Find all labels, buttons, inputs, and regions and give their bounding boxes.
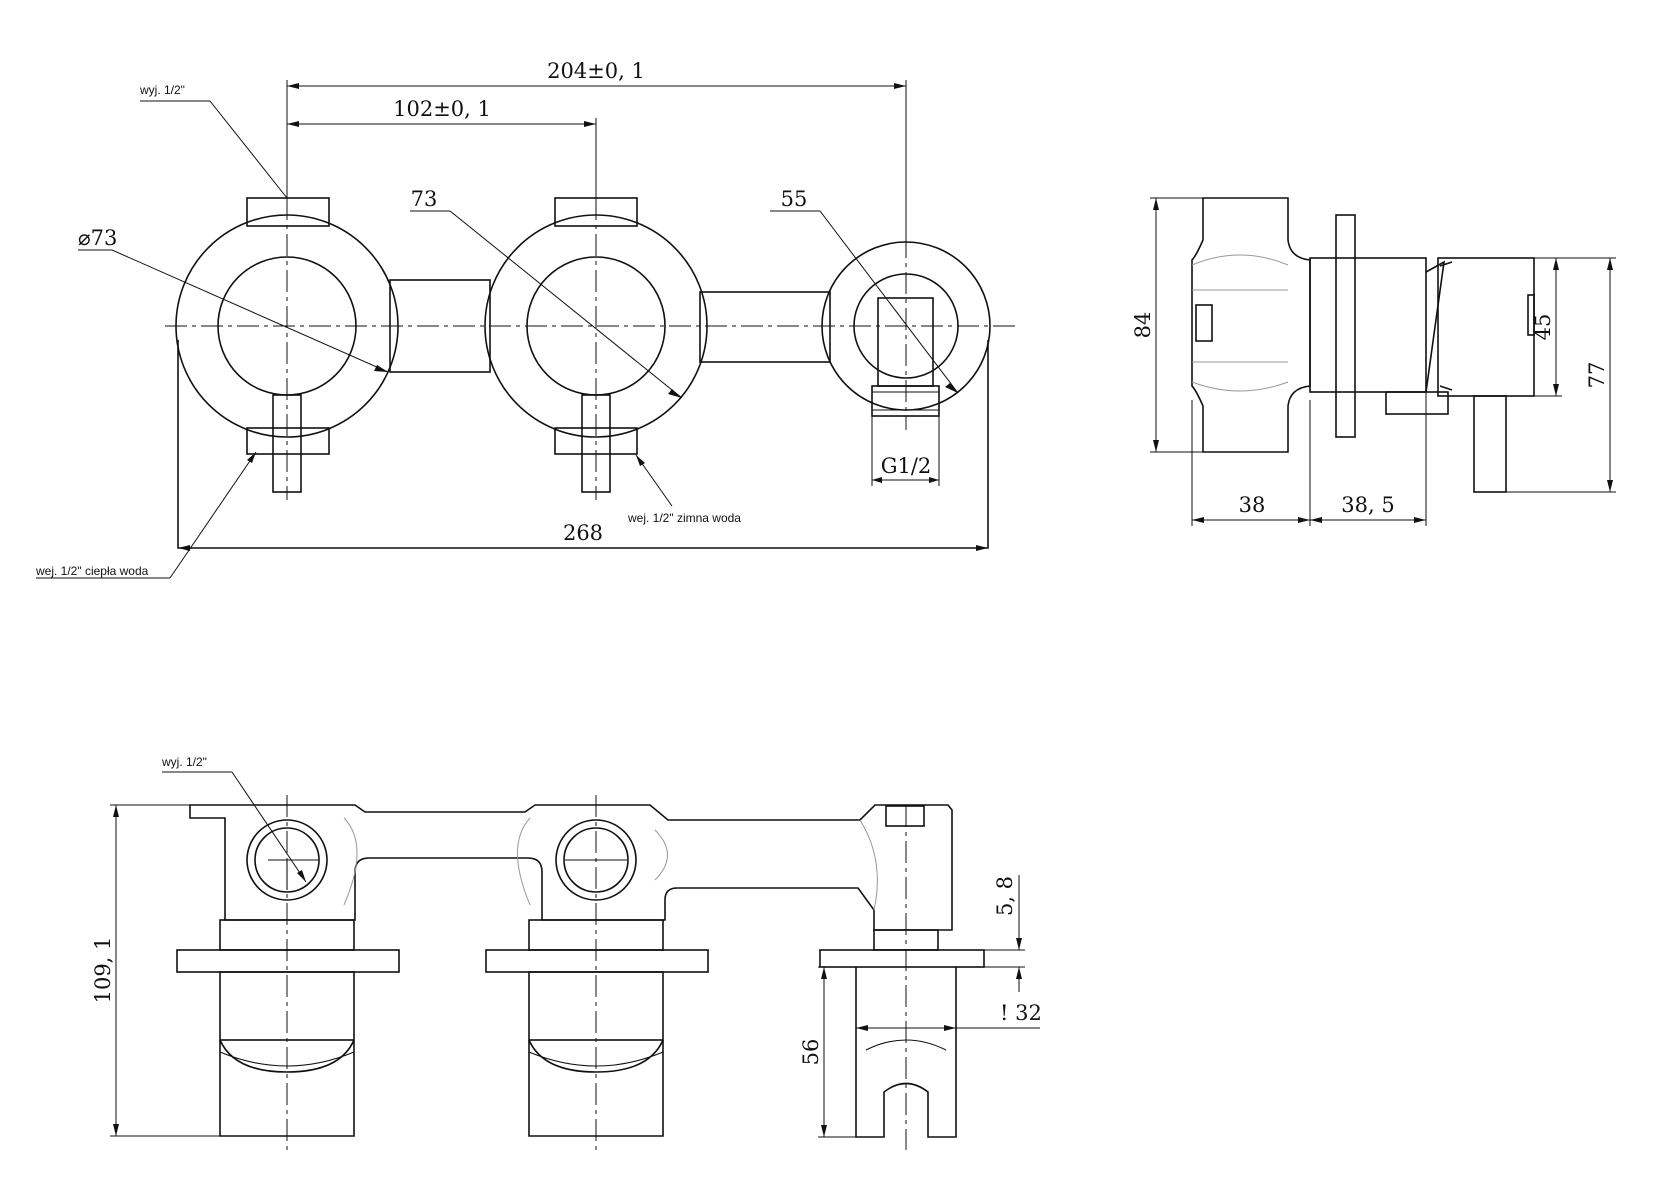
holder-flange xyxy=(819,949,985,968)
dim-holder-gap: 5, 8 xyxy=(993,876,1017,916)
side-view: 84 38 38, 5 45 77 xyxy=(1131,197,1616,526)
valve-mid-handle xyxy=(528,1039,664,1137)
port-mid-inner xyxy=(563,827,629,893)
body-bar-left xyxy=(389,279,491,373)
label-outlet-top: wyj. 1/2" xyxy=(139,83,185,97)
holder-body xyxy=(855,967,957,1138)
dim-side-depth-front: 38, 5 xyxy=(1341,493,1394,517)
dim-side-total-height: 77 xyxy=(1585,362,1609,389)
bottom-view: wyj. 1/2" 109, 1 5, 8 ! 32 56 xyxy=(91,755,1042,1150)
port-left-outer xyxy=(246,819,328,901)
side-flange xyxy=(1335,214,1356,438)
body-bar-right xyxy=(699,291,831,363)
side-bottom-tab xyxy=(1385,391,1449,415)
dim-spacing-total: 204±0, 1 xyxy=(547,59,645,83)
port-left-inner xyxy=(254,827,320,893)
valve-mid-flange xyxy=(485,949,709,973)
dim-spacing-half: 102±0, 1 xyxy=(393,97,491,121)
side-body xyxy=(1191,197,1311,453)
dim-diameter-mid: 73 xyxy=(411,187,438,211)
port-mid-outer xyxy=(555,819,637,901)
dim-holder-width: ! 32 xyxy=(1000,1001,1042,1025)
label-inlet-cold: wej. 1/2" zimna woda xyxy=(627,511,741,525)
label-inlet-hot: wej. 1/2" ciepła woda xyxy=(35,564,149,578)
manifold-end-cap xyxy=(885,805,925,827)
dim-side-height: 84 xyxy=(1131,312,1155,339)
side-body-notch xyxy=(1195,304,1213,342)
mounting-plate xyxy=(177,340,989,549)
dim-side-depth-body: 38 xyxy=(1239,493,1266,517)
side-handle-mark xyxy=(1527,294,1535,336)
valve-left-top-tab xyxy=(246,197,330,227)
label-outlet-bottom: wyj. 1/2" xyxy=(161,755,207,769)
dim-diameter-outlet: 55 xyxy=(781,187,808,211)
dim-diameter-left: ⌀73 xyxy=(78,226,117,250)
side-handle xyxy=(1437,257,1535,397)
dim-thread: G1/2 xyxy=(881,454,932,478)
front-view: 204±0, 1 102±0, 1 wyj. 1/2" ⌀73 73 55 G1 xyxy=(35,59,1015,579)
side-cartridge xyxy=(1309,257,1427,393)
side-lever xyxy=(1473,395,1507,493)
valve-left-bottom-tab xyxy=(246,427,330,455)
dim-holder-height: 56 xyxy=(799,1039,823,1066)
dim-bottom-height: 109, 1 xyxy=(91,937,115,1004)
valve-left-handle xyxy=(219,1039,355,1137)
dim-overall-width: 268 xyxy=(563,521,603,545)
side-cartridge-taper xyxy=(1425,260,1446,393)
valve-left-flange xyxy=(176,949,400,973)
dim-side-lever-height: 45 xyxy=(1531,314,1555,341)
